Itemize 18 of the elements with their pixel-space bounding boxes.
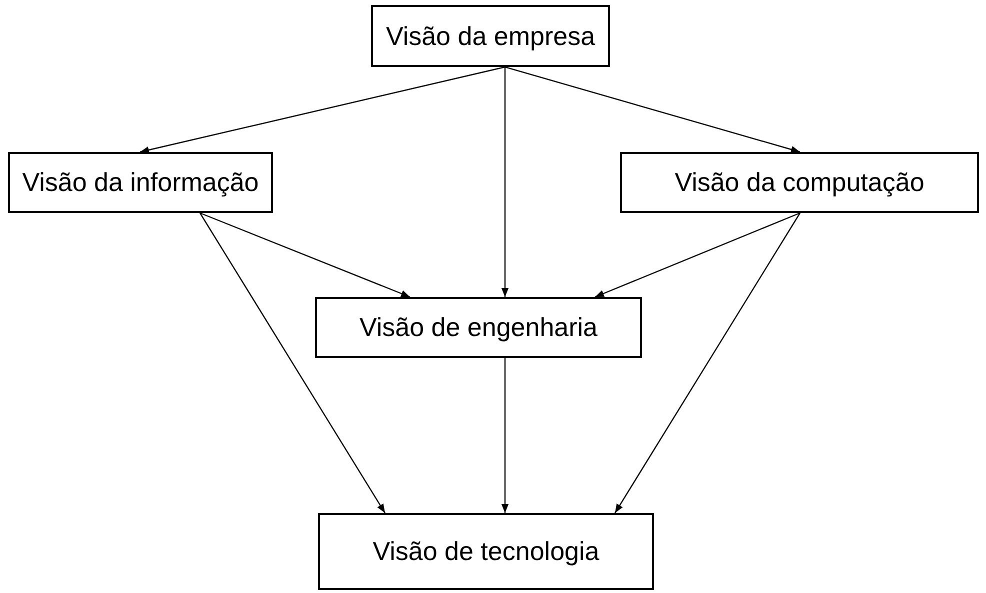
box-label: Visão da informação [22,167,259,198]
arrow [504,66,800,153]
arrow [501,67,509,297]
view-box [620,152,979,213]
arrow [594,212,800,298]
view-box [315,297,642,358]
view-box [8,152,273,213]
arrow [200,212,410,298]
box-label: Visão de tecnologia [372,536,600,567]
view-box [371,5,610,67]
box-label: Visão de engenharia [359,312,598,343]
arrow [501,358,509,513]
arrow [614,212,801,514]
box-label: Visão da empresa [386,20,596,52]
box-label: Visão da computação [674,167,924,198]
arrow [199,212,386,514]
arrow [140,66,506,154]
view-box [318,513,654,590]
